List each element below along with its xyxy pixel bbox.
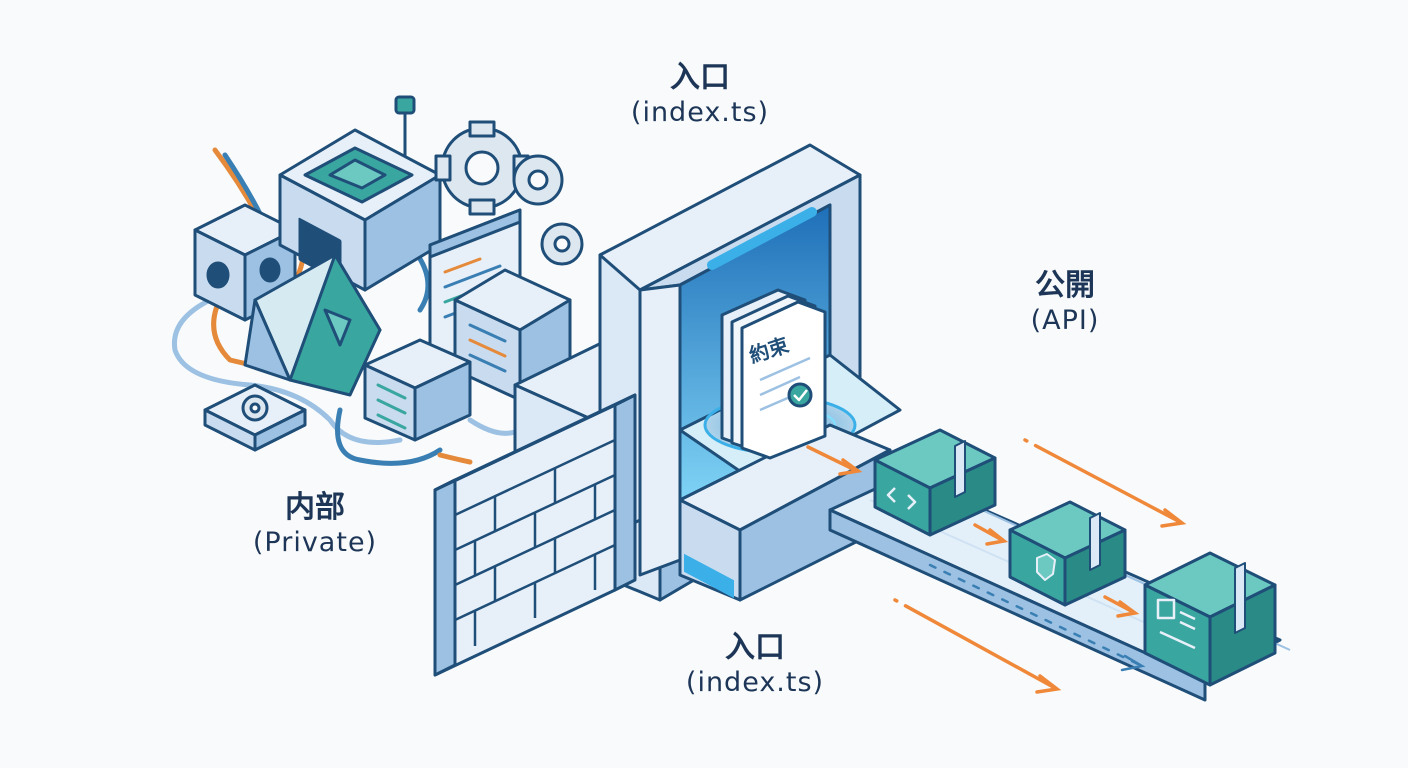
prism (243, 253, 382, 397)
gear-icon (540, 222, 584, 266)
small-cube-left (193, 203, 297, 322)
rack-unit (363, 338, 472, 442)
label-private: 内部 (Private) (215, 490, 415, 560)
public-jp: 公開 (1035, 268, 1095, 303)
gear-icon (512, 154, 564, 206)
package-3 (1143, 551, 1277, 687)
shield-icon (1036, 553, 1056, 581)
label-entry-bottom: 入口 (index.ts) (655, 630, 855, 700)
antenna (394, 95, 416, 162)
card-icon (1156, 598, 1196, 650)
entry-bottom-jp: 入口 (725, 630, 785, 665)
code-icon (886, 487, 917, 510)
entry-top-en: (index.ts) (630, 97, 770, 128)
entry-bottom-en: (index.ts) (685, 667, 825, 698)
entry-top-jp: 入口 (670, 60, 730, 95)
private-en: (Private) (252, 527, 378, 558)
gear-tile (203, 383, 307, 452)
label-entry-top: 入口 (index.ts) (600, 60, 800, 130)
package-1 (873, 428, 997, 537)
gear-icon (434, 120, 530, 216)
brick-wall (433, 393, 637, 677)
package-2 (1008, 500, 1127, 607)
label-public: 公開 (API) (990, 268, 1140, 338)
check-icon (787, 382, 813, 408)
flow-arrows (806, 438, 1187, 694)
core-cube (278, 128, 442, 292)
public-en: (API) (1030, 305, 1100, 336)
flow-arrow-blue (928, 563, 1146, 672)
private-jp: 内部 (285, 490, 345, 525)
contract-document (720, 288, 827, 460)
